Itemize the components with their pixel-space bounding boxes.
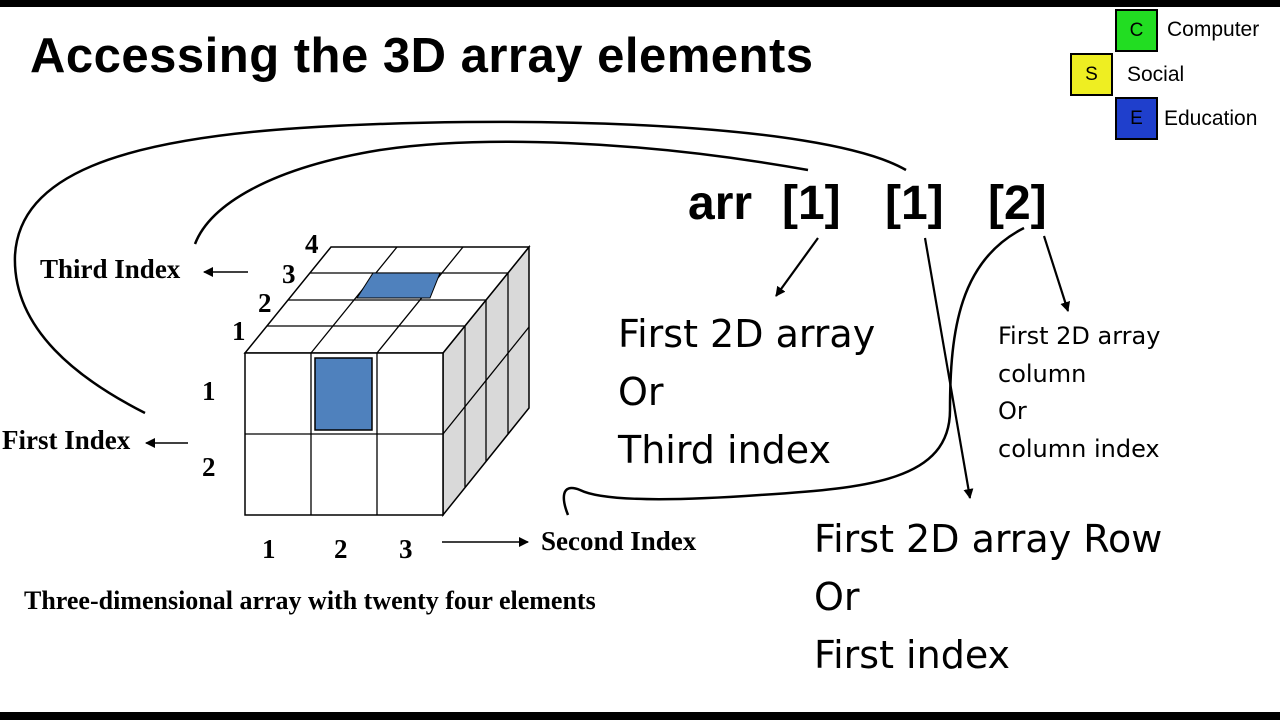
index-2: [1] bbox=[885, 177, 944, 230]
top-border bbox=[0, 0, 1280, 7]
index-3: [2] bbox=[988, 177, 1047, 230]
bottom-border bbox=[0, 712, 1280, 720]
third-index-pointer bbox=[1042, 235, 1071, 312]
logo-word-education: Education bbox=[1164, 107, 1258, 130]
third-index-explanation-line3: Or bbox=[998, 397, 1027, 425]
second-index-label: Second Index bbox=[541, 526, 697, 556]
second-index-pointer bbox=[923, 237, 974, 499]
row-number-1: 1 bbox=[202, 376, 216, 406]
cube-front-face bbox=[244, 352, 444, 516]
highlighted-front-cell bbox=[314, 357, 373, 431]
logo-word-computer: Computer bbox=[1167, 18, 1260, 41]
depth-number-3: 3 bbox=[282, 259, 296, 289]
connector-second-to-first-index bbox=[13, 120, 907, 415]
first-index-pointer bbox=[775, 237, 819, 297]
column-number-3: 3 bbox=[399, 534, 413, 564]
first-index-explanation-line1: First 2D array bbox=[618, 312, 876, 356]
array-expression: arr [1] [1] [2] bbox=[688, 176, 1047, 451]
logo-letter-c: C bbox=[1129, 19, 1144, 41]
diagram-caption: Three-dimensional array with twenty four… bbox=[24, 586, 596, 615]
logo-box-c: C bbox=[1115, 9, 1158, 52]
logo-word-social: Social bbox=[1127, 63, 1185, 86]
depth-number-2: 2 bbox=[258, 288, 272, 318]
second-index-explanation-line2: Or bbox=[814, 575, 860, 619]
highlighted-top-cell bbox=[356, 272, 441, 299]
column-number-2: 2 bbox=[334, 534, 348, 564]
depth-number-4: 4 bbox=[305, 229, 319, 259]
index-1: [1] bbox=[782, 177, 841, 230]
page-title: Accessing the 3D array elements bbox=[30, 29, 814, 83]
second-index-explanation-line1: First 2D array Row bbox=[814, 517, 1163, 561]
first-index-explanation-line3: Third index bbox=[618, 428, 831, 472]
logo-letter-e: E bbox=[1130, 107, 1143, 129]
logo-box-s: S bbox=[1070, 53, 1113, 96]
third-index-explanation-line2: column bbox=[998, 360, 1087, 388]
cube-top-face bbox=[243, 246, 531, 354]
logo-box-e: E bbox=[1115, 97, 1158, 140]
third-index-explanation-line1: First 2D array bbox=[998, 322, 1161, 350]
connector-third-to-second-index bbox=[562, 226, 1025, 516]
first-index-label: First Index bbox=[2, 425, 131, 455]
second-index-explanation-line3: First index bbox=[814, 633, 1011, 677]
depth-number-1: 1 bbox=[232, 316, 246, 346]
row-number-2: 2 bbox=[202, 452, 216, 482]
connector-first-to-third-index bbox=[193, 140, 809, 245]
third-index-label: Third Index bbox=[40, 254, 181, 284]
logo-letter-s: S bbox=[1085, 63, 1098, 85]
first-index-explanation-line2: Or bbox=[618, 370, 664, 414]
third-index-explanation-line4: column index bbox=[998, 435, 1160, 463]
array-name: arr bbox=[688, 177, 753, 230]
column-number-1: 1 bbox=[262, 534, 276, 564]
